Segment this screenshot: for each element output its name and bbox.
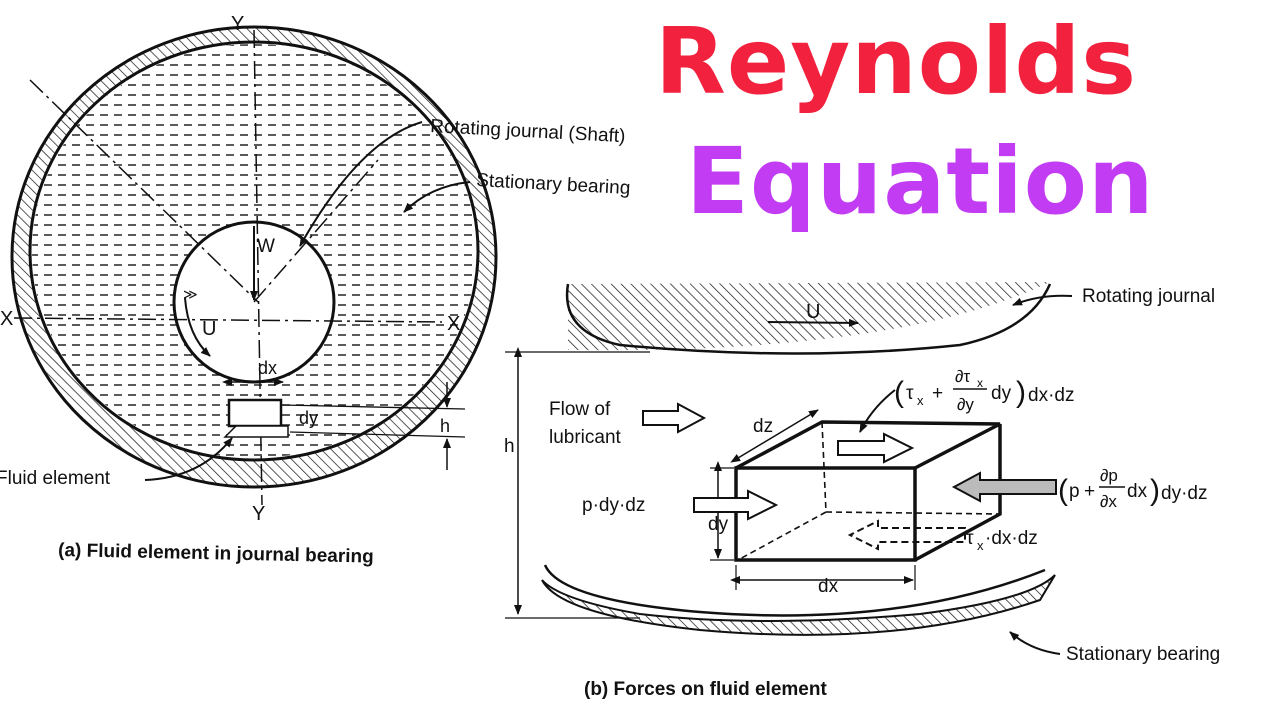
fluid-element-base bbox=[223, 425, 289, 438]
box-front-face bbox=[734, 466, 917, 562]
pressure-right-p: p bbox=[1069, 481, 1080, 502]
diagonal-line-1 bbox=[29, 79, 259, 303]
pressure-left-label: p·dy·dz bbox=[582, 495, 645, 516]
shear-top-den: ∂y bbox=[957, 395, 974, 414]
shear-bottom-arrow bbox=[847, 519, 966, 551]
stationary-bearing-label-a: Stationary bearing bbox=[476, 170, 631, 199]
title-reynolds: Reynolds bbox=[655, 8, 1138, 115]
h-leader-bottom bbox=[289, 431, 466, 438]
rotating-journal-label-b: Rotating journal bbox=[1082, 286, 1215, 307]
box-hidden-edge-depth bbox=[737, 511, 827, 561]
rotation-marks: ≫ bbox=[183, 286, 198, 302]
velocity-label: U bbox=[202, 318, 216, 340]
shear-top-tau: τ bbox=[906, 383, 914, 404]
figure-b-caption: (b) Forces on fluid element bbox=[584, 679, 827, 700]
pressure-right-expression: ( p + ∂p ∂x dx ) dy·dz bbox=[1058, 466, 1207, 511]
stationary-bearing-top-edge bbox=[543, 564, 1046, 617]
rotating-journal-leader-b bbox=[1012, 294, 1073, 306]
rotating-journal-leader bbox=[299, 121, 423, 247]
dz-label: dz bbox=[753, 416, 773, 437]
fluid-element-box bbox=[227, 398, 283, 428]
pressure-right-tail: dx bbox=[1127, 481, 1148, 502]
stationary-bearing-surface bbox=[541, 574, 1056, 636]
shear-bottom-tau: τ bbox=[966, 528, 974, 549]
shear-bottom-expression: τ x ·dx·dz bbox=[966, 528, 1038, 553]
h-label-a: h bbox=[440, 416, 450, 436]
shear-top-expression: ( τ x + ∂τ x ∂y dy ) dx·dz bbox=[894, 367, 1074, 414]
shear-top-tau-sub: x bbox=[917, 393, 924, 408]
svg-text:(: ( bbox=[894, 376, 904, 409]
axis-x-right-label: X bbox=[447, 313, 460, 335]
shear-top-leader bbox=[859, 389, 896, 433]
shear-top-arrow bbox=[837, 432, 915, 464]
box-hidden-edge-back bbox=[825, 511, 1001, 515]
pressure-right-outside: dy·dz bbox=[1161, 483, 1207, 504]
pressure-right-num: ∂p bbox=[1100, 466, 1118, 485]
load-label: W bbox=[257, 236, 275, 257]
dx-label-b: dx bbox=[818, 576, 839, 597]
stationary-bearing-label-b: Stationary bearing bbox=[1066, 644, 1220, 665]
velocity-arrow-b bbox=[767, 318, 859, 327]
velocity-label-b: U bbox=[806, 301, 820, 323]
svg-text:): ) bbox=[1016, 376, 1026, 409]
dz-dimension bbox=[730, 409, 819, 463]
dy-label: dy bbox=[299, 408, 318, 428]
rotating-journal-surface bbox=[568, 282, 1050, 351]
pressure-right-den: ∂x bbox=[1100, 492, 1117, 511]
pressure-left-arrow bbox=[693, 489, 779, 521]
h-leader-top bbox=[281, 404, 466, 410]
shear-top-num-sub: x bbox=[977, 376, 983, 390]
box-side-edges bbox=[914, 424, 1002, 562]
axis-y-bottom-label: Y bbox=[252, 503, 265, 525]
svg-text:(: ( bbox=[1058, 474, 1068, 507]
dx-label: dx bbox=[258, 358, 277, 378]
figure-a: Y Y X X W ≫ U dx dy h Rotating journal (… bbox=[0, 13, 631, 568]
pressure-right-arrow bbox=[951, 471, 1057, 503]
axis-x-line bbox=[13, 317, 443, 323]
stationary-bearing-leader-a bbox=[403, 181, 471, 213]
title-equation: Equation bbox=[686, 128, 1155, 235]
axis-y-top-label: Y bbox=[231, 13, 244, 35]
fluid-element-leader bbox=[144, 437, 233, 481]
dy-label-b: dy bbox=[708, 514, 729, 535]
shear-top-num: ∂τ bbox=[955, 367, 970, 386]
flow-of-label: Flow of bbox=[549, 399, 611, 420]
shear-top-tail: dy bbox=[991, 383, 1012, 404]
shear-bottom-tail: ·dx·dz bbox=[985, 528, 1038, 549]
pressure-right-plus: + bbox=[1084, 481, 1095, 502]
svg-text:): ) bbox=[1150, 474, 1160, 507]
h-label-b: h bbox=[504, 436, 515, 457]
flow-arrow bbox=[642, 402, 707, 434]
rotation-arrow bbox=[184, 297, 211, 357]
fluid-element-label: Fluid element bbox=[0, 468, 111, 489]
shear-top-plus: + bbox=[932, 383, 943, 404]
axis-x-left-label: X bbox=[0, 308, 13, 330]
diagonal-line-2 bbox=[253, 159, 379, 303]
rotating-journal-edge bbox=[565, 283, 1052, 355]
lubricant-label: lubricant bbox=[549, 427, 622, 448]
shear-bottom-tau-sub: x bbox=[977, 538, 984, 553]
figure-a-caption: (a) Fluid element in journal bearing bbox=[58, 540, 374, 568]
shear-top-outside: dx·dz bbox=[1028, 385, 1074, 406]
stationary-bearing-leader-b bbox=[1009, 631, 1061, 655]
figure-b: U Rotating journal Stationary bearing h … bbox=[504, 282, 1220, 700]
